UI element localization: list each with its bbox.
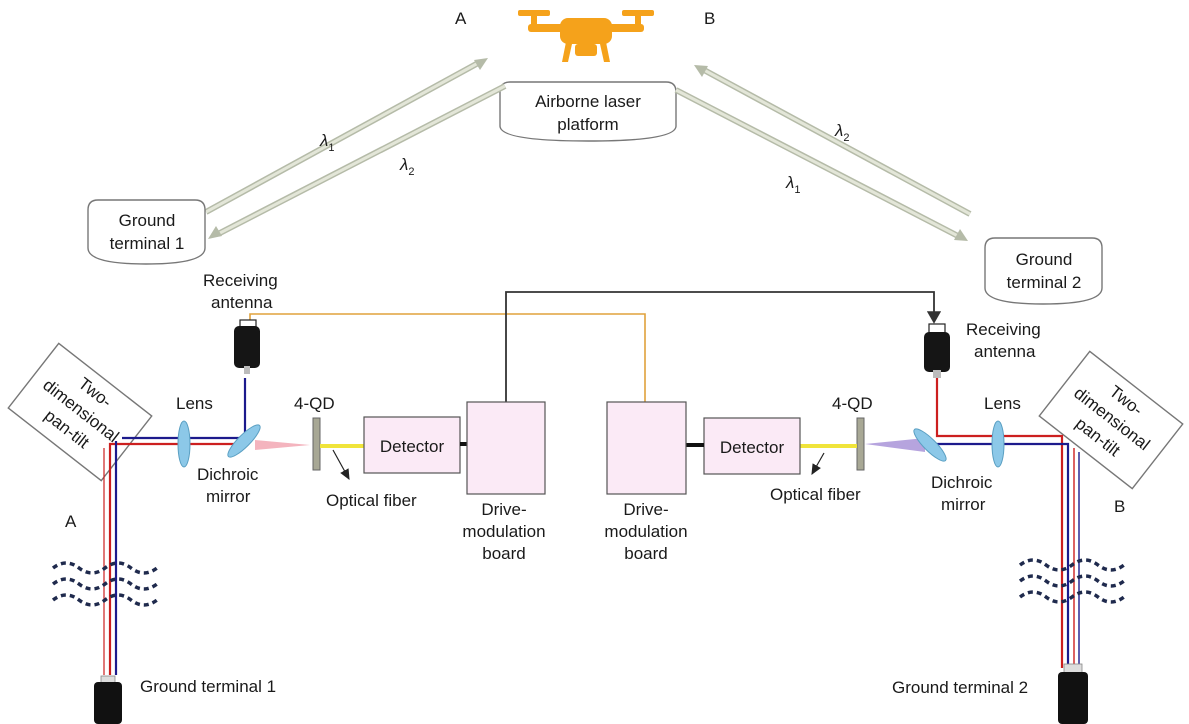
- ground-terminal-2-node: Ground terminal 2: [984, 237, 1103, 305]
- detector-left-label: Detector: [380, 437, 445, 456]
- beam-right-violet: [865, 438, 925, 452]
- corner-label-a-bottom: A: [65, 512, 77, 531]
- optical-fiber-left-pointer: [332, 449, 350, 481]
- lens-left-label: Lens: [176, 394, 213, 413]
- drive-board-right-label-2: modulation: [604, 522, 687, 541]
- link-right-downlink: [694, 65, 972, 217]
- drive-board-right-label-1: Drive-: [623, 500, 668, 519]
- ground-terminal-1-telescope: [94, 675, 122, 724]
- ground-terminal-2-label-2: terminal 2: [1007, 273, 1082, 292]
- optical-fiber-left-label: Optical fiber: [326, 491, 417, 510]
- corner-label-b-bottom: B: [1114, 497, 1125, 516]
- lambda-2-right: λ2: [834, 121, 850, 144]
- drive-board-left-label-1: Drive-: [481, 500, 526, 519]
- pan-tilt-right: Two- dimensional pan-tilt: [1038, 350, 1184, 490]
- airborne-platform-node: Airborne laser platform: [499, 81, 677, 142]
- link-left-downlink: [208, 83, 507, 239]
- ground-terminal-2-bottom-label: Ground terminal 2: [892, 678, 1028, 697]
- receiving-antenna-right-label-2: antenna: [974, 342, 1036, 361]
- corner-label-b-top: B: [704, 9, 715, 28]
- dichroic-mirror-left-label-2: mirror: [206, 487, 251, 506]
- ground-terminal-1-label-1: Ground: [119, 211, 176, 230]
- corner-label-a-top: A: [455, 9, 467, 28]
- drone-icon: [518, 10, 654, 62]
- dichroic-mirror-left: [227, 424, 261, 458]
- receiving-antenna-left-label-2: antenna: [211, 293, 273, 312]
- drive-board-left-label-2: modulation: [462, 522, 545, 541]
- lens-left: [177, 420, 191, 468]
- detector-right-connector: [686, 443, 704, 447]
- detector-left: Detector: [363, 416, 461, 474]
- drive-board-right-label-3: board: [624, 544, 667, 563]
- black-signal-wire: [505, 291, 942, 402]
- link-right-uplink: [674, 87, 968, 241]
- optical-fiber-right-label: Optical fiber: [770, 485, 861, 504]
- detector-right: Detector: [703, 417, 801, 475]
- quad-detector-left: [312, 417, 321, 471]
- dichroic-mirror-right-label-2: mirror: [941, 495, 986, 514]
- orange-signal-wire: [249, 313, 646, 402]
- receiving-antenna-right-label-1: Receiving: [966, 320, 1041, 339]
- drive-board-left: [466, 401, 546, 495]
- ground-terminal-2-telescope: [1058, 663, 1088, 724]
- optical-fiber-right-pointer: [811, 452, 825, 476]
- pan-tilt-left: Two- dimensional pan-tilt: [7, 342, 153, 482]
- atmosphere-wave-right-icon: [1018, 558, 1126, 604]
- lambda-1-right: λ1: [785, 173, 801, 196]
- dichroic-mirror-right-label-1: Dichroic: [931, 473, 993, 492]
- optical-fiber-left: [320, 444, 364, 448]
- drive-board-left-label-3: board: [482, 544, 525, 563]
- dichroic-mirror-left-label-1: Dichroic: [197, 465, 259, 484]
- receiving-antenna-left-label-1: Receiving: [203, 271, 278, 290]
- atmosphere-wave-left-icon: [51, 561, 159, 607]
- beam-left-pink: [255, 440, 310, 450]
- quad-detector-left-label: 4-QD: [294, 394, 335, 413]
- quad-detector-right: [856, 417, 865, 471]
- dichroic-mirror-right: [913, 428, 947, 462]
- receiving-antenna-left: [234, 319, 260, 374]
- airborne-platform-label-2: platform: [557, 115, 618, 134]
- ground-terminal-2-label-1: Ground: [1016, 250, 1073, 269]
- detector-left-connector: [460, 442, 468, 446]
- airborne-platform-label-1: Airborne laser: [535, 92, 641, 111]
- receiving-antenna-right: [924, 323, 950, 378]
- optical-fiber-right: [800, 444, 857, 448]
- lambda-1-left: λ1: [319, 131, 335, 154]
- lens-right: [991, 420, 1005, 468]
- drive-board-right: [606, 401, 687, 495]
- ground-terminal-1-node: Ground terminal 1: [87, 199, 206, 265]
- ground-terminal-1-bottom-label: Ground terminal 1: [140, 677, 276, 696]
- link-left-uplink: [204, 58, 488, 215]
- detector-right-label: Detector: [720, 438, 785, 457]
- lens-right-label: Lens: [984, 394, 1021, 413]
- ground-terminal-1-label-2: terminal 1: [110, 234, 185, 253]
- quad-detector-right-label: 4-QD: [832, 394, 873, 413]
- lambda-2-left: λ2: [399, 155, 415, 178]
